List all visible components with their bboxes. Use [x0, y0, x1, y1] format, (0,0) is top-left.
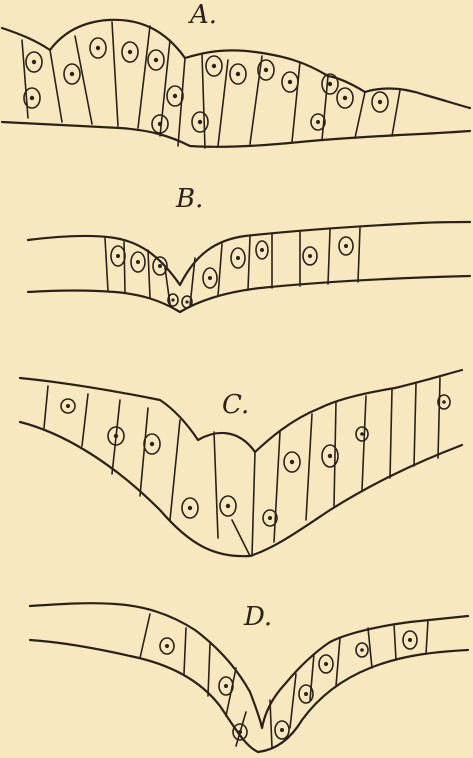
panel-a-label: A.	[190, 2, 217, 28]
panel-d-basal-contour	[30, 640, 468, 752]
panel-c-basal-contour	[20, 422, 462, 556]
panel-d-label: D.	[244, 604, 272, 630]
panel-b-label: B.	[176, 186, 203, 212]
panel-b-drawing	[28, 222, 470, 312]
panel-c-label: C.	[222, 392, 249, 418]
panel-d-cell-walls	[140, 614, 428, 748]
panel-a-drawing	[2, 20, 470, 148]
panel-a-cell-walls	[22, 22, 400, 148]
panel-a-basal-contour	[2, 122, 470, 147]
